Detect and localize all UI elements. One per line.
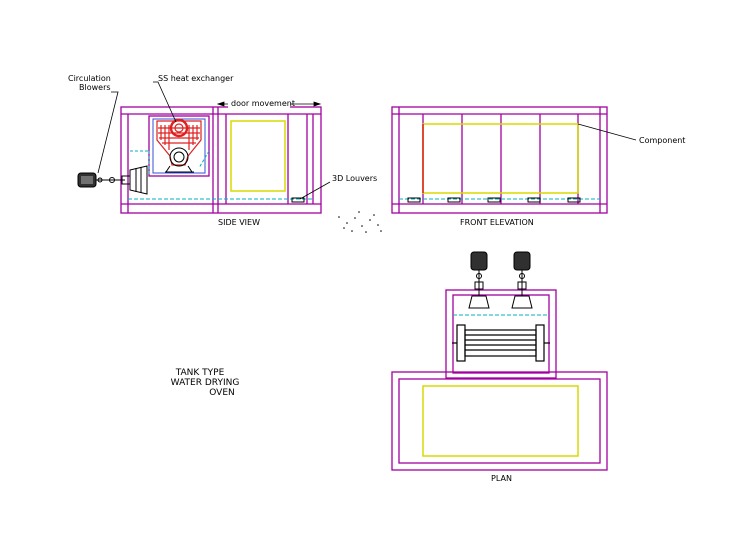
plan-upper-frame bbox=[445, 289, 557, 379]
blower-housing bbox=[129, 165, 148, 195]
label-ss-heat-exchanger: SS heat exchanger bbox=[158, 74, 234, 83]
label-3d-louvers: 3D Louvers bbox=[332, 174, 377, 183]
plan-tank-inner bbox=[398, 378, 601, 464]
title-line-1: TANK TYPE bbox=[175, 368, 225, 378]
label-circulation-blowers-2: Blowers bbox=[79, 83, 111, 92]
motor-icon bbox=[513, 251, 531, 271]
label-side-view: SIDE VIEW bbox=[218, 218, 260, 227]
leader-circulation-blowers bbox=[97, 91, 119, 174]
plan-upper-frame-inner bbox=[452, 294, 550, 374]
title-line-3: OVEN bbox=[209, 388, 235, 398]
plan-view bbox=[391, 289, 608, 471]
front-elevation bbox=[391, 106, 608, 214]
side-view bbox=[120, 106, 322, 214]
louver-icon bbox=[407, 197, 581, 203]
side-view-outer-frame bbox=[120, 106, 322, 214]
heat-exchanger-housing bbox=[148, 115, 210, 177]
louver-icon bbox=[291, 197, 305, 203]
title-line-2: WATER DRYING bbox=[171, 378, 240, 388]
fan-icon bbox=[468, 295, 490, 309]
label-door-movement: door movement bbox=[231, 99, 295, 108]
label-component: Component bbox=[639, 136, 685, 145]
fan-icon bbox=[165, 147, 194, 173]
plan-motors bbox=[468, 251, 533, 309]
leader-3d-louvers bbox=[299, 181, 331, 200]
leader-lines bbox=[97, 81, 637, 200]
label-front-elevation: FRONT ELEVATION bbox=[460, 218, 534, 227]
label-plan: PLAN bbox=[491, 474, 512, 483]
leader-heat-exchanger bbox=[153, 81, 177, 123]
leader-component bbox=[577, 123, 637, 141]
label-door-movement-bg bbox=[228, 98, 290, 108]
coil-icon bbox=[156, 118, 202, 166]
plan-component bbox=[422, 385, 579, 457]
side-view-component bbox=[230, 120, 286, 192]
label-circulation-blowers-1: Circulation bbox=[68, 74, 111, 83]
side-view-motor-assembly bbox=[77, 165, 148, 195]
fan-icon bbox=[511, 295, 533, 309]
side-view-water-slope bbox=[198, 150, 210, 169]
plan-tank-outer bbox=[391, 371, 608, 471]
plan-heat-exchanger bbox=[452, 324, 550, 362]
motor-icon bbox=[470, 251, 488, 271]
front-outer-frame bbox=[391, 106, 608, 214]
ground-hatch bbox=[338, 211, 382, 233]
